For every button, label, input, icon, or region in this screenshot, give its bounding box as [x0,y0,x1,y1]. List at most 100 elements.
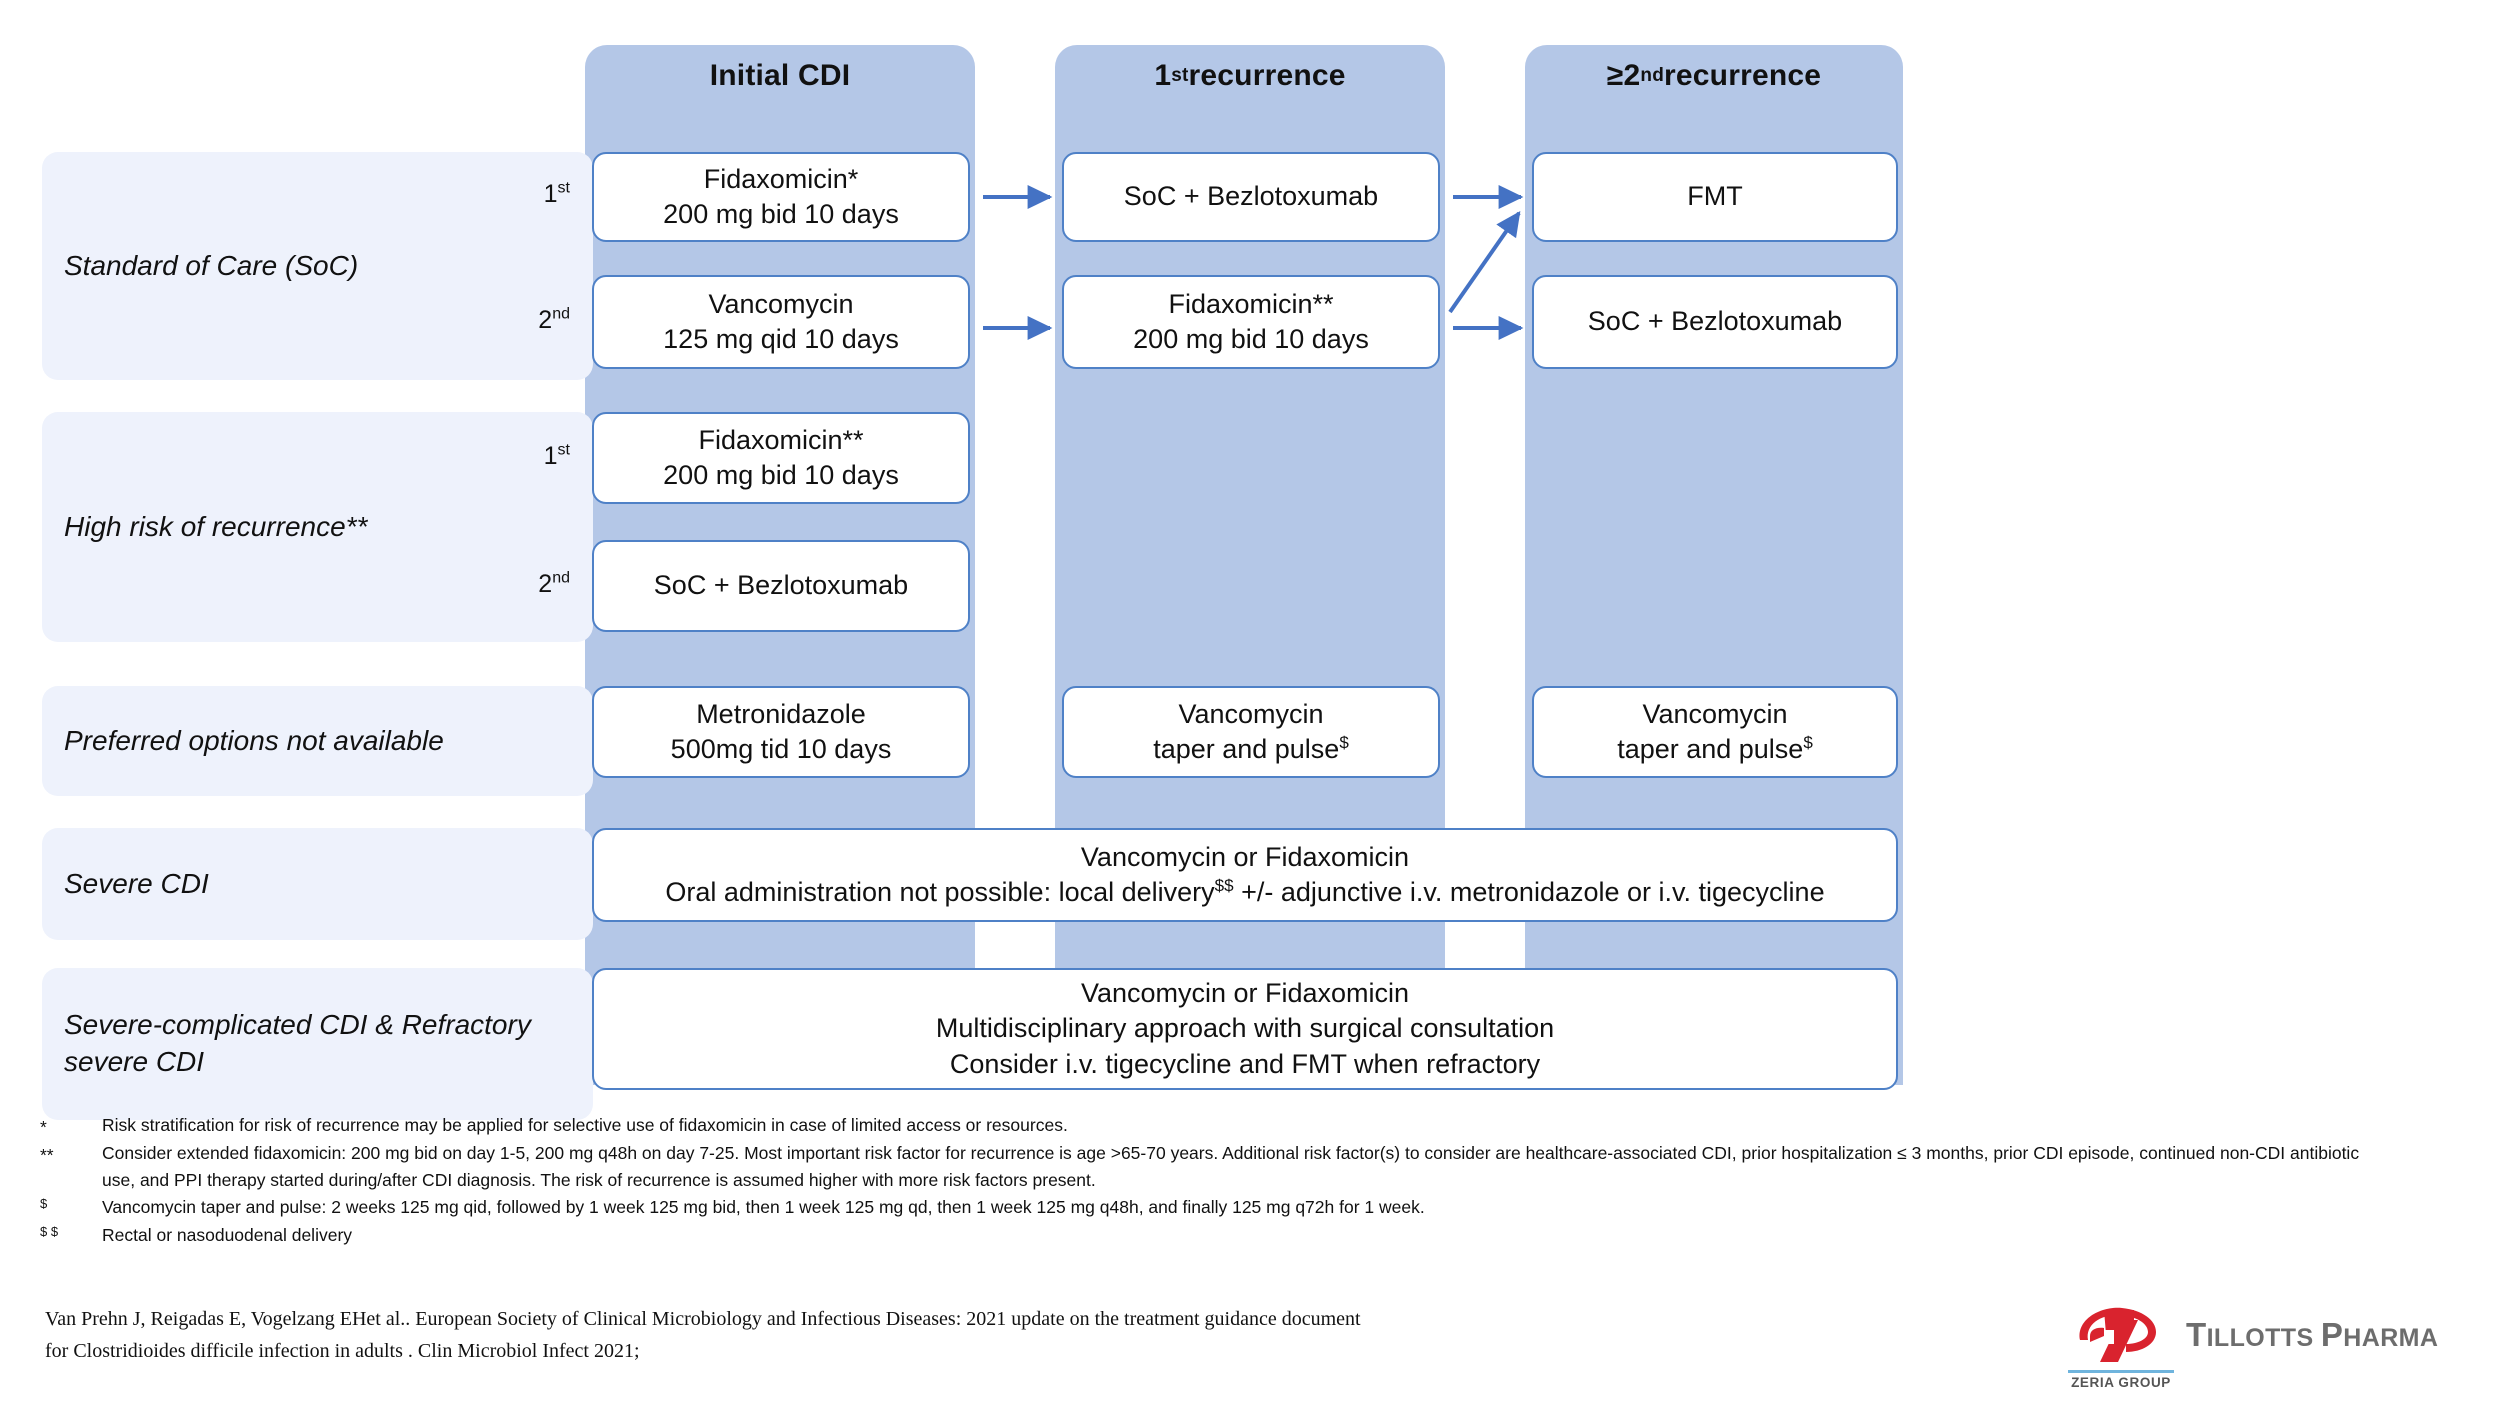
row-label-severe-complicated-text: Severe-complicated CDI & Refractory seve… [42,1007,593,1081]
row-label-sevcomp-line2: Refractory severe CDI [64,1009,531,1077]
row-label-severe: Severe CDI [42,828,593,940]
footnote-marker: * [40,1112,102,1140]
line-2-sup: $ [1339,733,1349,752]
footnote-marker-sup: $ [40,1195,48,1211]
line-2: taper and pulse$ [1617,732,1813,767]
citation-line-1: Van Prehn J, Reigadas E, Vogelzang EHet … [45,1308,1361,1330]
line-2-text: taper and pulse [1617,734,1804,764]
treatment-box-highrisk-first-initial[interactable]: Fidaxomicin** 200 mg bid 10 days [592,412,970,504]
ordinal-highrisk-first-num: 1 [543,442,558,470]
ordinal-highrisk-second-sup: nd [552,569,570,587]
line-2: taper and pulse$ [1153,732,1349,767]
zeria-group-label: ZERIA GROUP [2068,1370,2174,1390]
footnote-marker: $ $ [40,1222,102,1250]
ordinal-soc-first-num: 1 [543,180,558,208]
line-2: 500mg tid 10 days [670,734,892,764]
line-1: SoC + Bezlotoxumab [1587,306,1843,337]
wordmark-p: P [2320,1316,2344,1353]
footnote-row: ** Consider extended fidaxomicin: 200 mg… [40,1140,2380,1193]
line-2-sup: $ [1803,733,1813,752]
treatment-box-severe-full[interactable]: Vancomycin or Fidaxomicin Oral administr… [592,828,1898,922]
column-header-rec2-rest: recurrence [1664,59,1822,92]
footnote-row: $ Vancomycin taper and pulse: 2 weeks 12… [40,1194,2380,1222]
ordinal-soc-second-num: 2 [538,306,553,334]
row-label-sevcomp-line1: Severe-complicated CDI & [64,1009,394,1041]
line-1: Vancomycin [1642,698,1788,729]
line-2: 200 mg bid 10 days [663,460,899,490]
column-header-rec2-num: ≥2 [1606,59,1641,92]
treatment-box-preferred-rec1-text: Vancomycin taper and pulse$ [1153,697,1349,767]
line-2: 200 mg bid 10 days [1133,324,1369,354]
citation: Van Prehn J, Reigadas E, Vogelzang EHet … [45,1303,1665,1368]
treatment-box-preferred-rec2[interactable]: Vancomycin taper and pulse$ [1532,686,1898,778]
tillotts-pharma-logo: ZERIA GROUP TILLOTTS PHARMA [2060,1300,2460,1395]
treatment-box-soc-first-initial[interactable]: Fidaxomicin* 200 mg bid 10 days [592,152,970,242]
line-1: Vancomycin or Fidaxomicin [1080,978,1410,1009]
ordinal-highrisk-second: 2nd [490,570,570,599]
treatment-box-severe-complicated-full[interactable]: Vancomycin or Fidaxomicin Multidisciplin… [592,968,1898,1090]
treatment-box-preferred-rec1[interactable]: Vancomycin taper and pulse$ [1062,686,1440,778]
row-label-highrisk: High risk of recurrence** [42,412,593,642]
arrow-rec1-second-to-rec2-first-diagonal [1448,211,1521,314]
ordinal-soc-second: 2nd [490,306,570,335]
ordinal-soc-first-sup: st [557,179,570,197]
row-label-soc: Standard of Care (SoC) [42,152,593,380]
treatment-box-preferred-rec2-text: Vancomycin taper and pulse$ [1617,697,1813,767]
line-1: Fidaxomicin* [703,163,859,194]
treatment-box-soc-second-rec2[interactable]: SoC + Bezlotoxumab [1532,275,1898,369]
ordinal-soc-first: 1st [490,180,570,209]
ordinal-highrisk-first-sup: st [557,441,570,459]
row-label-preferred: Preferred options not available [42,686,593,796]
footnote-marker-text: ** [40,1145,54,1166]
treatment-box-highrisk-first-initial-text: Fidaxomicin** 200 mg bid 10 days [663,423,899,493]
line-2-sup: $$ [1214,876,1234,895]
line-2: Oral administration not possible: local … [665,875,1824,910]
footnote-text: Vancomycin taper and pulse: 2 weeks 125 … [102,1196,1425,1217]
footnote-marker-text: * [40,1116,47,1137]
row-label-highrisk-text: High risk of recurrence** [64,510,368,542]
footnote-marker-sup: $ $ [40,1224,59,1240]
footnote-row: $ $ Rectal or nasoduodenal delivery [40,1222,2380,1250]
footnote-text: Rectal or nasoduodenal delivery [102,1225,353,1246]
footnotes: * Risk stratification for risk of recurr… [40,1112,2380,1250]
treatment-box-severe-complicated-full-text: Vancomycin or Fidaxomicin Multidisciplin… [936,976,1554,1081]
line-1: Fidaxomicin** [1168,288,1334,319]
treatment-box-soc-second-rec1[interactable]: Fidaxomicin** 200 mg bid 10 days [1062,275,1440,369]
row-label-severe-text: Severe CDI [64,867,209,899]
column-header-rec1-rest: recurrence [1188,59,1346,92]
line-1: Vancomycin or Fidaxomicin [1080,841,1410,872]
column-header-rec1-num: 1 [1154,59,1172,92]
treatment-box-soc-second-initial[interactable]: Vancomycin 125 mg qid 10 days [592,275,970,369]
ordinal-highrisk-second-num: 2 [538,570,553,598]
line-1: Metronidazole [696,698,866,729]
wordmark-t: T [2186,1316,2207,1353]
treatment-box-highrisk-second-initial[interactable]: SoC + Bezlotoxumab [592,540,970,632]
line-1: Vancomycin [708,288,854,319]
treatment-box-preferred-initial[interactable]: Metronidazole 500mg tid 10 days [592,686,970,778]
line-2-part-b: +/- adjunctive i.v. metronidazole or i.v… [1233,877,1825,907]
treatment-box-soc-first-rec2[interactable]: FMT [1532,152,1898,242]
footnote-row: * Risk stratification for risk of recurr… [40,1112,2380,1140]
line-1: Vancomycin [1178,698,1324,729]
line-2: Multidisciplinary approach with surgical… [935,1013,1555,1044]
wordmark-harma: HARMA [2343,1324,2439,1352]
footnote-marker: ** [40,1140,102,1168]
row-label-soc-text: Standard of Care (SoC) [64,249,359,281]
row-label-severe-complicated: Severe-complicated CDI & Refractory seve… [42,968,593,1120]
line-3: Consider i.v. tigecycline and FMT when r… [949,1048,1541,1079]
line-2: 125 mg qid 10 days [663,324,899,354]
column-header-initial-label: Initial CDI [709,59,851,92]
wordmark-illotts: ILLOTTS [2206,1324,2321,1352]
treatment-box-soc-first-rec1[interactable]: SoC + Bezlotoxumab [1062,152,1440,242]
treatment-box-soc-first-initial-text: Fidaxomicin* 200 mg bid 10 days [663,162,899,232]
treatment-box-preferred-initial-text: Metronidazole 500mg tid 10 days [671,697,892,767]
line-1: Fidaxomicin** [698,424,864,455]
ordinal-soc-second-sup: nd [552,305,570,323]
column-header-initial: Initial CDI [585,45,975,107]
line-1: SoC + Bezlotoxumab [653,570,909,601]
tillotts-pharma-wordmark: TILLOTTS PHARMA [2186,1316,2438,1354]
